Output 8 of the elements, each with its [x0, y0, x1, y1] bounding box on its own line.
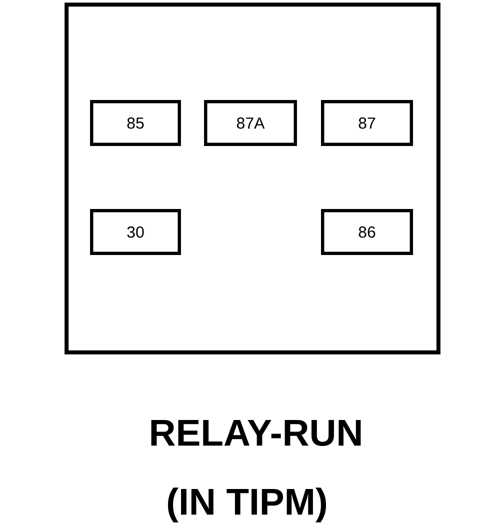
pin-box: 85 — [90, 100, 181, 146]
pin-box: 86 — [321, 209, 414, 255]
relay-outline — [64, 2, 440, 354]
location-text: (IN TIPM) — [168, 488, 326, 522]
pin-box: 30 — [90, 209, 181, 255]
pin-box: 87A — [204, 100, 297, 146]
title-text: RELAY-RUN — [151, 420, 361, 446]
pin-box: 87 — [321, 100, 414, 146]
